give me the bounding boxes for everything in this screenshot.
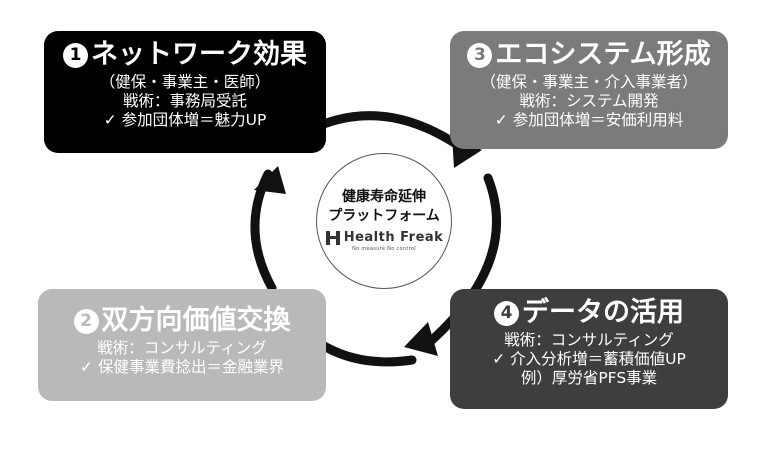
arrowhead-to-4 xyxy=(404,322,438,356)
step-2-line-2: ✓ 保健事業費捻出＝金融業界 xyxy=(80,357,284,376)
logo-tagline: No measure No control xyxy=(352,245,416,252)
step-4-line-1: 戦術：コンサルティング xyxy=(504,331,674,350)
step-3-number: 3 xyxy=(467,43,493,68)
step-3-line-1: （健保・事業主・介入事業者） xyxy=(480,73,698,92)
step-4-line-3: 例）厚労省PFS事業 xyxy=(520,368,658,387)
platform-title: 健康寿命延伸 プラットフォーム xyxy=(317,188,451,226)
step-4-number: 4 xyxy=(494,301,519,326)
step-4-line-2: ✓ 介入分析増＝蓄積価値UP xyxy=(492,349,686,368)
step-1-line-1: （健保・事業主・医師） xyxy=(99,73,271,92)
step-3-line-3: ✓ 参加団体増＝安価利用料 xyxy=(494,110,684,129)
platform-title-line-2: プラットフォーム xyxy=(328,207,440,224)
center-platform-circle: 健康寿命延伸 プラットフォーム Health Freak No measure … xyxy=(316,153,452,289)
health-freak-logo: Health Freak No measure No control xyxy=(317,230,451,252)
platform-title-line-1: 健康寿命延伸 xyxy=(342,189,426,205)
step-1-line-3: ✓ 参加団体増＝魅力UP xyxy=(103,110,267,129)
logo-name: Health Freak xyxy=(343,230,444,246)
arrowhead-to-1 xyxy=(254,166,286,194)
health-freak-logo-icon xyxy=(325,230,340,245)
step-1-number: 1 xyxy=(63,43,88,68)
step-2-line-1: 戦術：コンサルティング xyxy=(97,339,267,358)
step-3-line-2: 戦術：システム開発 xyxy=(519,91,659,110)
step-1-line-2: 戦術：事務局受託 xyxy=(122,91,247,110)
step-2-number: 2 xyxy=(73,309,99,334)
